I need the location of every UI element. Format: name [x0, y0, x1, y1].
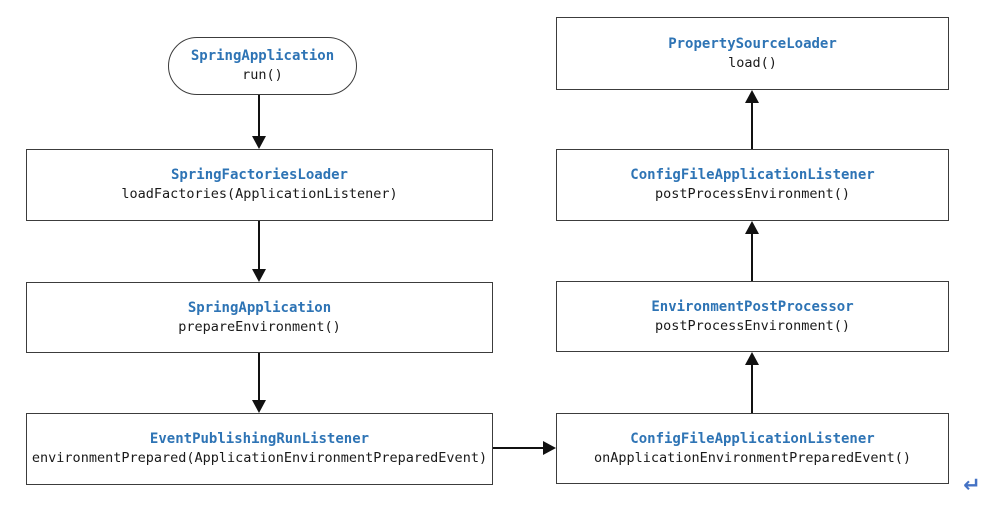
method-label: loadFactories(ApplicationListener)	[121, 186, 398, 202]
method-label: prepareEnvironment()	[178, 318, 341, 335]
class-name-label: PropertySourceLoader	[668, 35, 837, 52]
arrow-prepareenvironment-to-environmentprepared-line	[258, 353, 260, 400]
node-environmentpostprocessor: EnvironmentPostProcessor postProcessEnvi…	[556, 281, 949, 352]
arrow-environmentprepared-to-onevent-head-icon	[543, 441, 556, 455]
arrow-postprocess-to-load-line	[751, 103, 753, 149]
class-name-label: ConfigFileApplicationListener	[630, 430, 875, 447]
arrow-postprocess-to-load-head-icon	[745, 90, 759, 103]
method-label: run()	[242, 67, 283, 83]
class-name-label: EnvironmentPostProcessor	[651, 298, 854, 315]
node-eventpublishingrunlistener: EventPublishingRunListener environmentPr…	[26, 413, 493, 485]
method-label: postProcessEnvironment()	[654, 186, 851, 202]
arrow-run-to-loadfactories-head-icon	[252, 136, 266, 149]
method-label: environmentPrepared(ApplicationEnvironme…	[31, 450, 488, 466]
arrow-run-to-loadfactories-line	[258, 95, 260, 136]
node-springapplication-prepareenvironment: SpringApplication prepareEnvironment()	[26, 282, 493, 353]
arrow-loadfactories-to-prepareenvironment-line	[258, 221, 260, 269]
node-springapplication-run: SpringApplication run()	[168, 37, 357, 95]
arrow-environmentprepared-to-onevent-line	[493, 447, 544, 449]
method-label: onApplicationEnvironmentPreparedEvent()	[594, 449, 911, 466]
node-propertysourceloader: PropertySourceLoader load()	[556, 17, 949, 90]
class-name-label: SpringApplication	[187, 299, 332, 316]
node-configfileapplicationlistener-postprocess: ConfigFileApplicationListener postProces…	[556, 149, 949, 221]
method-label: load()	[728, 54, 777, 71]
node-springfactoriesloader: SpringFactoriesLoader loadFactories(Appl…	[26, 149, 493, 221]
method-label: postProcessEnvironment()	[654, 317, 851, 334]
line-break-mark-icon: ↵	[963, 473, 981, 497]
class-name-label: ConfigFileApplicationListener	[630, 167, 875, 183]
arrow-loadfactories-to-prepareenvironment-head-icon	[252, 269, 266, 282]
arrow-epp-to-cfal-postprocess-line	[751, 234, 753, 281]
arrow-onevent-to-epp-line	[751, 365, 753, 413]
class-name-label: SpringFactoriesLoader	[170, 167, 348, 183]
arrow-prepareenvironment-to-environmentprepared-head-icon	[252, 400, 266, 413]
arrow-epp-to-cfal-postprocess-head-icon	[745, 221, 759, 234]
arrow-onevent-to-epp-head-icon	[745, 352, 759, 365]
class-name-label: SpringApplication	[190, 48, 335, 64]
node-configfileapplicationlistener-onevent: ConfigFileApplicationListener onApplicat…	[556, 413, 949, 484]
class-name-label: EventPublishingRunListener	[149, 431, 370, 447]
